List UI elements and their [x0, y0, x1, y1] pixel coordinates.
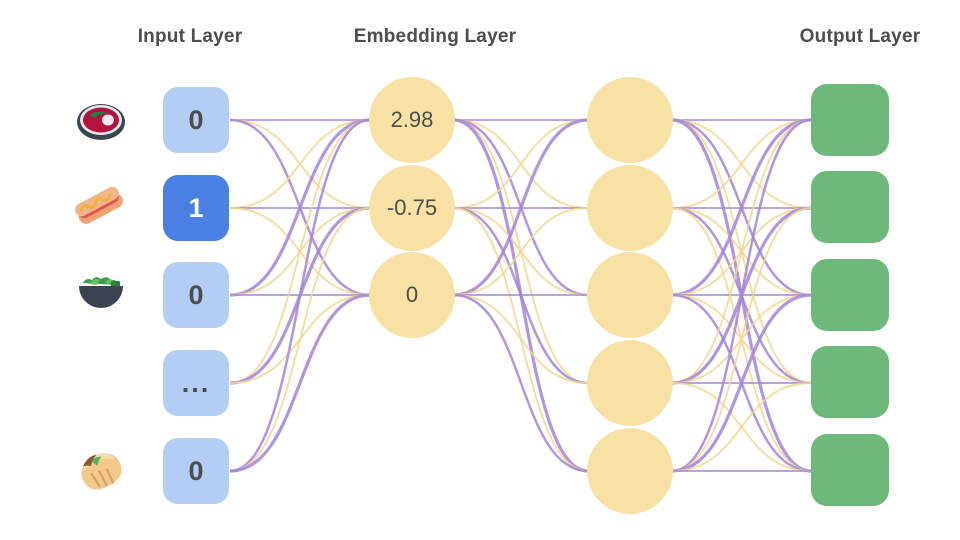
- input-node-3[interactable]: ...: [163, 350, 229, 416]
- hidden-node-4[interactable]: [587, 428, 673, 514]
- hidden-node-3[interactable]: [587, 340, 673, 426]
- output-node-1[interactable]: [811, 171, 889, 243]
- output-node-3[interactable]: [811, 346, 889, 418]
- embedding-node-2[interactable]: 0: [369, 252, 455, 338]
- burrito-icon: [72, 444, 130, 502]
- meat-icon: [72, 92, 130, 150]
- output-layer-title: Output Layer: [799, 26, 921, 47]
- input-layer-title: Input Layer: [137, 26, 243, 47]
- input-node-1[interactable]: 1: [163, 175, 229, 241]
- embedding-layer-title: Embedding Layer: [353, 26, 517, 47]
- embedding-node-1[interactable]: -0.75: [369, 165, 455, 251]
- hotdog-icon: [72, 180, 130, 238]
- salad-icon: [72, 268, 130, 326]
- hidden-node-1[interactable]: [587, 165, 673, 251]
- hidden-node-0[interactable]: [587, 77, 673, 163]
- input-node-4[interactable]: 0: [163, 438, 229, 504]
- output-node-0[interactable]: [811, 84, 889, 156]
- output-node-2[interactable]: [811, 259, 889, 331]
- embedding-node-0[interactable]: 2.98: [369, 77, 455, 163]
- hidden-node-2[interactable]: [587, 252, 673, 338]
- output-node-4[interactable]: [811, 434, 889, 506]
- input-node-0[interactable]: 0: [163, 87, 229, 153]
- input-node-2[interactable]: 0: [163, 262, 229, 328]
